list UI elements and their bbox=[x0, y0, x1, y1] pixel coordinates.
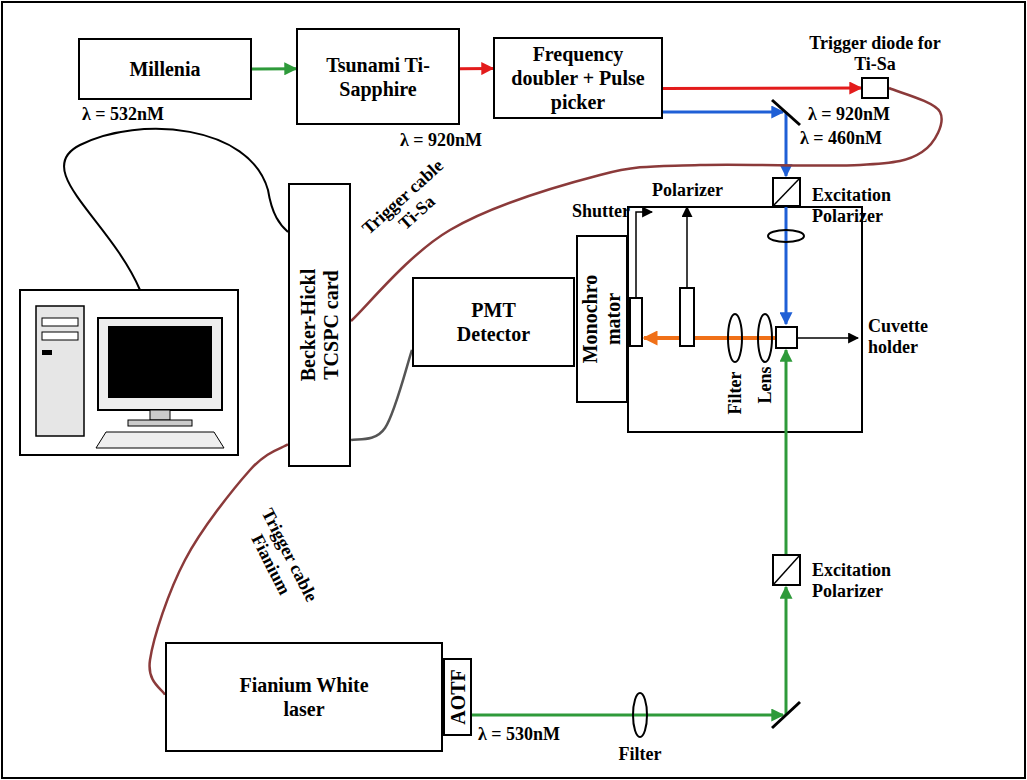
tower-button bbox=[42, 350, 52, 355]
edge-label: Trigger cable Fianium bbox=[233, 495, 327, 625]
computer-icon bbox=[20, 290, 238, 455]
device-box: PMT Detector bbox=[412, 277, 575, 367]
annotation-label: Polarizer bbox=[645, 180, 730, 201]
drive-slot bbox=[42, 318, 78, 326]
polarizer-diagonal bbox=[773, 178, 800, 206]
computer-frame bbox=[20, 290, 238, 455]
connector bbox=[351, 350, 412, 440]
annotation-label: Cuvette holder bbox=[868, 316, 968, 358]
device-box: Monochro mator bbox=[576, 235, 628, 403]
box-label: Trigger diode for Ti-Sa bbox=[800, 33, 950, 75]
box-label: AOTF bbox=[446, 662, 469, 732]
lens-symbol bbox=[758, 314, 772, 362]
lens-symbol bbox=[768, 230, 804, 242]
device-box: Frequency doubler + Pulse picker bbox=[493, 37, 663, 119]
connector bbox=[460, 67, 493, 70]
leader-arrow bbox=[636, 212, 652, 298]
edge-label: Trigger cable Ti-Sa bbox=[350, 148, 471, 263]
box-label: Millenia bbox=[129, 57, 200, 81]
connector bbox=[252, 67, 296, 70]
polarizer-symbol bbox=[773, 178, 800, 206]
blue-beam bbox=[663, 111, 783, 114]
shutter-element bbox=[630, 298, 642, 346]
connectors bbox=[150, 68, 942, 694]
box-label: Frequency doubler + Pulse picker bbox=[503, 42, 653, 114]
screen bbox=[108, 326, 212, 398]
annotation-label: Filter bbox=[725, 372, 746, 415]
annotation-label: Lens bbox=[755, 366, 776, 403]
filter-symbol bbox=[728, 314, 742, 362]
device-box: Becker-Hickl TCSPC card bbox=[288, 183, 351, 467]
edge-label: λ = 920nM bbox=[808, 104, 890, 125]
polarizer-symbol bbox=[773, 555, 800, 585]
annotation-label: Filter bbox=[610, 744, 670, 765]
annotation-label: Excitation Polarizer bbox=[812, 560, 922, 602]
polarizer-element bbox=[680, 288, 694, 346]
monitor bbox=[98, 318, 222, 410]
annotation-label: λ = 530nM bbox=[478, 724, 560, 745]
mirror bbox=[772, 100, 800, 125]
drive-slot bbox=[42, 332, 78, 340]
box-label: Monochro mator bbox=[579, 264, 625, 374]
mirror bbox=[772, 702, 800, 728]
sample-chamber bbox=[628, 207, 862, 432]
keyboard bbox=[96, 432, 224, 448]
device-box: Fianium White laser bbox=[165, 642, 443, 752]
filter-symbol bbox=[633, 693, 647, 737]
green-beam bbox=[785, 587, 788, 715]
green-beam bbox=[472, 714, 783, 717]
polarizer-diagonal bbox=[773, 555, 800, 585]
connector bbox=[663, 87, 861, 90]
box-label: Tsunami Ti-Sapphire bbox=[308, 53, 448, 101]
leader-arrow bbox=[798, 337, 858, 339]
emission-beam bbox=[644, 336, 776, 340]
computer-cable bbox=[64, 129, 288, 290]
green-beam bbox=[785, 350, 788, 555]
tower bbox=[36, 306, 84, 436]
blue-beam bbox=[785, 206, 788, 324]
leader-arrow bbox=[686, 207, 688, 288]
box-label: PMT Detector bbox=[444, 298, 544, 346]
monitor-base bbox=[128, 420, 192, 426]
edge-label: λ = 532nM bbox=[82, 104, 164, 125]
annotation-label: Excitation Polarizer bbox=[812, 185, 922, 227]
device-box: Tsunami Ti-Sapphire bbox=[296, 28, 460, 125]
annotation-label: λ = 460nM bbox=[800, 128, 882, 149]
device-box: Millenia bbox=[78, 38, 252, 100]
monitor-stand bbox=[150, 410, 170, 420]
box-label: Becker-Hickl TCSPC card bbox=[297, 235, 343, 415]
annotation-label: Shutter bbox=[560, 201, 630, 222]
cuvette bbox=[776, 327, 797, 348]
box-label: Fianium White laser bbox=[234, 673, 374, 721]
device-box: AOTF bbox=[443, 658, 472, 736]
edge-label: λ = 920nM bbox=[400, 130, 482, 151]
device-box: Trigger diode for Ti-Sa bbox=[861, 77, 889, 99]
